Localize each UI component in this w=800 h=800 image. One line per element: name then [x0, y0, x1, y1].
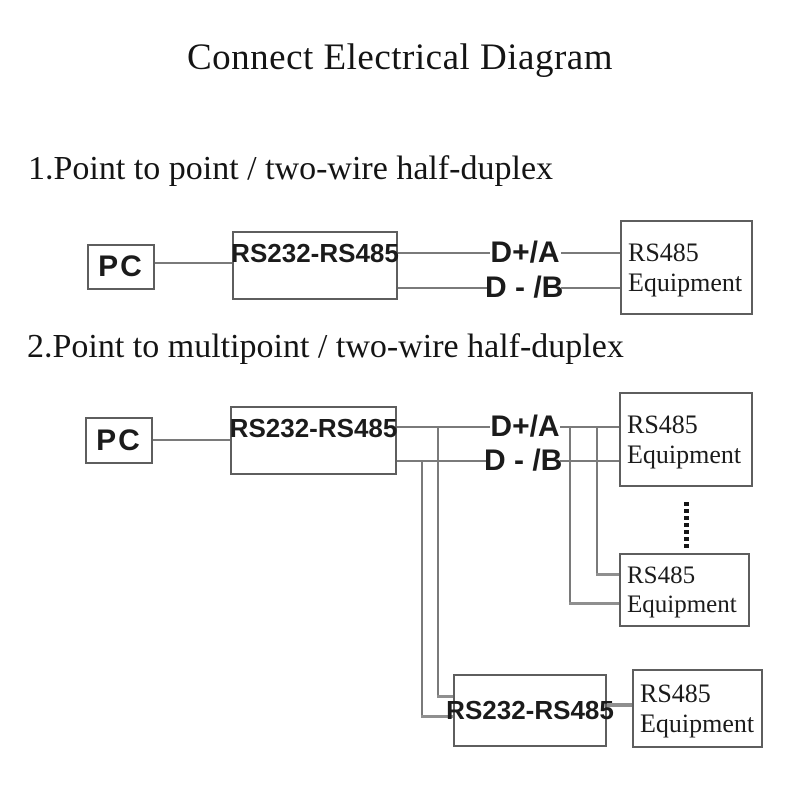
section2-equipment-top-line2: Equipment: [627, 439, 742, 469]
section1-wire-b-segment1: [398, 287, 487, 289]
section2-drop-wire-a: [437, 426, 439, 698]
section1-converter-label: RS232-RS485: [231, 238, 399, 268]
section1-pc-label: PC: [98, 250, 144, 283]
section1-equipment-box: RS485 Equipment: [620, 220, 753, 315]
section2-converter2-box: RS232-RS485: [446, 674, 614, 747]
diagram-title: Connect Electrical Diagram: [187, 37, 613, 78]
section2-converter1-box: RS232-RS485: [230, 406, 397, 475]
section2-converter1-label: RS232-RS485: [229, 413, 398, 443]
section2-wire-b-label: D - /B: [484, 444, 563, 477]
section2-equipment-bottom-line2: Equipment: [640, 708, 755, 738]
section2-equipment-bottom-line1: RS485: [640, 678, 711, 708]
section2-wire-a-segment1: [397, 426, 490, 428]
section1-wire-pc-to-converter: [155, 262, 232, 264]
section2-wire-a-label: D+/A: [490, 410, 560, 443]
section2-drop-wire-b-elbow: [421, 715, 453, 718]
section1-wire-a-segment1: [398, 252, 490, 254]
more-equipment-ellipsis-dots: [684, 502, 689, 548]
section2-converter2-label: RS232-RS485: [446, 695, 614, 725]
section2-branch-wire-1: [569, 426, 571, 605]
section2-branch-wire-2: [596, 426, 598, 576]
section2-branch-wire-2-elbow: [596, 573, 619, 576]
section2-wire-converter2-to-equipment: [607, 703, 632, 707]
section2-drop-wire-b: [421, 460, 423, 718]
section1-wire-b-segment2: [561, 287, 620, 289]
section1-wire-b-label: D - /B: [485, 271, 564, 304]
section1-wire-a-label: D+/A: [490, 236, 560, 269]
section2-equipment-mid-line2: Equipment: [627, 591, 737, 618]
section2-wire-b-segment1: [397, 460, 487, 462]
section2-heading: 2.Point to multipoint / two-wire half-du…: [27, 328, 624, 365]
section2-drop-wire-a-elbow: [437, 695, 453, 698]
section2-equipment-bottom-box: RS485 Equipment: [632, 669, 763, 748]
section2-pc-label: PC: [96, 423, 142, 457]
section1-converter-box: RS232-RS485: [231, 231, 399, 300]
section2-equipment-top-line1: RS485: [627, 409, 698, 439]
section2-pc-box: PC: [85, 417, 153, 464]
section2-wire-pc-to-converter: [153, 439, 230, 441]
section2-wire-a-segment2: [560, 426, 619, 428]
section2-equipment-top-box: RS485 Equipment: [619, 392, 753, 487]
section2-wire-b-segment2: [560, 460, 619, 462]
section1-pc-box: PC: [87, 244, 155, 290]
section2-equipment-mid-line1: RS485: [627, 562, 696, 589]
section1-wire-a-segment2: [561, 252, 620, 254]
section2-equipment-mid-box: RS485 Equipment: [619, 553, 750, 627]
section1-heading: 1.Point to point / two-wire half-duplex: [28, 150, 554, 187]
section1-equipment-line2: Equipment: [628, 267, 743, 297]
section2-branch-wire-1-elbow: [569, 602, 619, 605]
section1-equipment-line1: RS485: [628, 237, 699, 267]
